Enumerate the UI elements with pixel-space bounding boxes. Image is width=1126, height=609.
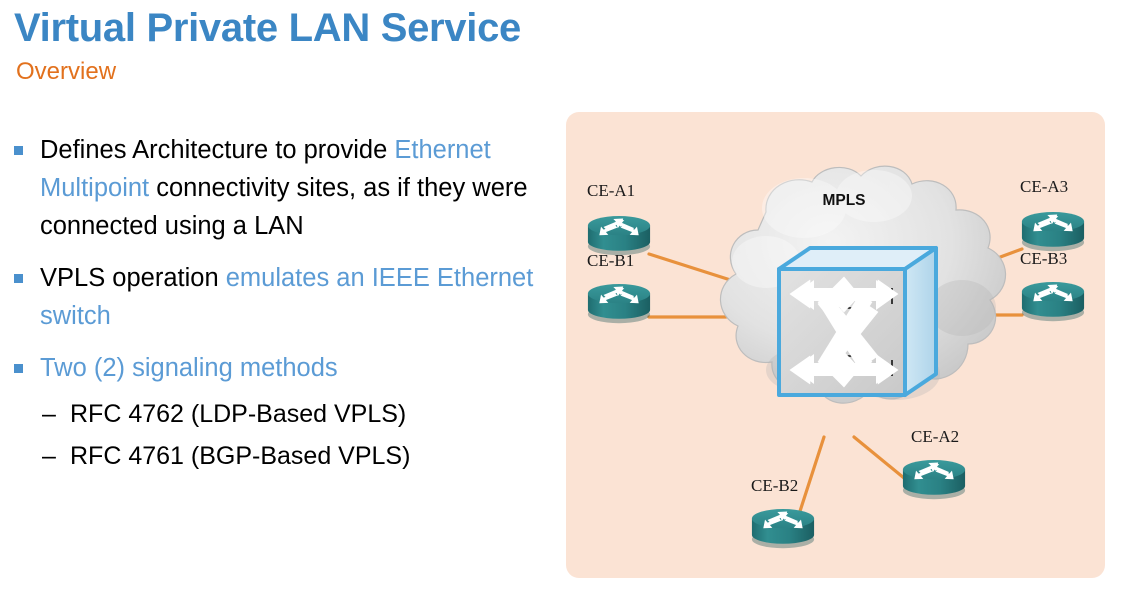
list-item: Two (2) signaling methods – RFC 4762 (LD… [10, 349, 555, 477]
bullet-text-segment: emulates an IEEE Ethernet switch [40, 264, 534, 330]
page-subtitle: Overview [16, 58, 117, 85]
ethernet-switch-icon [777, 246, 938, 397]
router-ce-a3[interactable]: CE-A3 [1020, 177, 1085, 252]
page-title: Virtual Private LAN Service [14, 6, 521, 50]
network-diagram: MPLS [587, 165, 1085, 549]
list-item: VPLS operation emulates an IEEE Ethernet… [10, 259, 555, 335]
sub-list-item-label: RFC 4762 (LDP-Based VPLS) [70, 400, 407, 428]
router-label-ce-a2: CE-A2 [911, 427, 959, 446]
square-bullet-icon [14, 274, 23, 283]
bullet-text-segment: Defines Architecture to provide [40, 136, 395, 164]
bullet-text-segment: Two (2) signaling methods [40, 354, 338, 382]
list-item: Defines Architecture to provide Ethernet… [10, 131, 555, 245]
router-ce-b3[interactable]: CE-B3 [1020, 249, 1085, 322]
sub-list-item: – RFC 4762 (LDP-Based VPLS) [40, 393, 555, 435]
router-label-ce-a3: CE-A3 [1020, 177, 1068, 196]
bullet-text-segment: Ethernet Multipoint [40, 136, 491, 202]
cloud-label-mpls: MPLS [822, 192, 865, 209]
router-label-ce-b2: CE-B2 [751, 476, 798, 495]
bullet-list: Defines Architecture to provide Ethernet… [10, 131, 555, 491]
sub-list-item: – RFC 4761 (BGP-Based VPLS) [40, 435, 555, 477]
router-ce-b1[interactable]: CE-B1 [587, 251, 651, 324]
dash-bullet-icon: – [42, 442, 56, 470]
router-label-ce-b3: CE-B3 [1020, 249, 1067, 268]
bullet-text-segment: VPLS operation [40, 264, 226, 292]
square-bullet-icon [14, 146, 23, 155]
dash-bullet-icon: – [42, 400, 56, 428]
router-label-ce-b1: CE-B1 [587, 251, 634, 270]
sub-list: – RFC 4762 (LDP-Based VPLS) – RFC 4761 (… [40, 393, 555, 477]
router-label-ce-a1: CE-A1 [587, 181, 635, 200]
link-ce-a1-cloud [647, 252, 745, 286]
router-ce-b2[interactable]: CE-B2 [751, 476, 815, 549]
network-diagram-panel: MPLS [566, 112, 1105, 578]
router-ce-a2[interactable]: CE-A2 [902, 427, 966, 500]
router-ce-a1[interactable]: CE-A1 [587, 181, 651, 256]
bullet-text-segment: connectivity sites, as if they were conn… [40, 174, 528, 240]
sub-list-item-label: RFC 4761 (BGP-Based VPLS) [70, 442, 411, 470]
square-bullet-icon [14, 364, 23, 373]
